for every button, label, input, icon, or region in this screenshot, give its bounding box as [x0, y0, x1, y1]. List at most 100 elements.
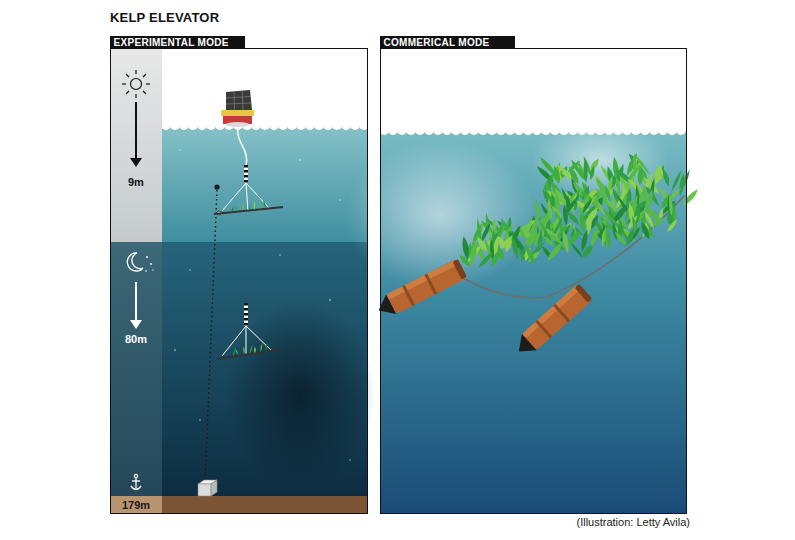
wave-crest	[341, 120, 351, 130]
wave-crest	[305, 120, 315, 130]
anchor-weight	[198, 480, 217, 496]
wave-crest	[442, 125, 452, 135]
illustration-part	[152, 269, 153, 270]
illustration-part	[135, 94, 136, 98]
kelp-blade	[260, 343, 263, 353]
illustration-part	[238, 126, 247, 165]
anchor-icon	[131, 474, 141, 490]
wave-crest	[676, 125, 686, 135]
illustration-part	[299, 159, 301, 161]
illustration-part	[143, 74, 146, 77]
kelp-blade	[639, 221, 652, 241]
wave-crest	[197, 120, 207, 130]
wave-crest	[586, 125, 596, 135]
mooring-line	[205, 184, 221, 484]
illustration-part	[135, 102, 137, 160]
illustration-part	[189, 269, 191, 271]
illustration-part	[131, 79, 142, 90]
wave-crest	[388, 125, 398, 135]
illustration-part	[225, 300, 375, 490]
illustration-part	[246, 326, 247, 354]
kelp-blade	[242, 202, 244, 211]
kelp-blade	[613, 230, 628, 247]
kelp-blade	[566, 210, 581, 226]
wave-crest	[179, 120, 189, 130]
kelp-blade	[545, 240, 565, 263]
illustration-part	[522, 284, 592, 350]
illustration-part	[386, 259, 458, 300]
wave-crest	[496, 125, 506, 135]
illustration-part	[222, 183, 246, 211]
wave-crest	[505, 125, 515, 135]
wave-crest	[541, 125, 551, 135]
wave-crest	[397, 125, 407, 135]
kelp-blade	[469, 242, 478, 267]
illustration-part	[126, 91, 129, 94]
illustration-part	[150, 263, 152, 265]
depth-arrow	[130, 102, 142, 167]
wave-crest	[577, 125, 587, 135]
wave-crest	[478, 125, 488, 135]
illustration-part	[226, 97, 251, 99]
wave-crest	[469, 125, 479, 135]
wave-crest	[667, 125, 677, 135]
diagram-title: KELP ELEVATOR	[110, 10, 219, 25]
illustration-part	[244, 165, 248, 183]
wave-crest	[188, 120, 198, 130]
kelp-blade	[561, 230, 571, 255]
wave-crest	[640, 125, 650, 135]
illustration-part	[174, 149, 351, 461]
kelp-blade	[638, 215, 656, 240]
wave-crest	[460, 125, 470, 135]
illustration-part	[279, 254, 281, 256]
kelp-blade	[570, 242, 584, 259]
wave-crest	[523, 125, 533, 135]
kelp-blade	[605, 227, 611, 250]
illustration-part	[386, 259, 465, 314]
illustration-part	[122, 83, 126, 84]
illustration-part	[110, 496, 368, 514]
kelp-mass	[458, 152, 700, 270]
kelp-blade	[477, 250, 495, 269]
kelp-blade	[243, 346, 245, 355]
kelp-blade	[611, 222, 618, 241]
illustration-part	[222, 326, 246, 356]
kelp-blade	[253, 201, 255, 210]
illustration-part	[143, 91, 146, 94]
panel-heading: COMMERICAL MODE	[380, 36, 515, 49]
illustration-part	[127, 253, 143, 271]
illustration-part	[130, 158, 142, 167]
illustration-part	[402, 285, 415, 306]
kelp-blade	[249, 345, 254, 355]
illustration-part	[211, 480, 217, 496]
illustration-part	[453, 259, 467, 280]
illustration-part	[234, 92, 236, 111]
wave-crest	[406, 125, 416, 135]
wave-crest	[433, 125, 443, 135]
illustration-part	[226, 91, 251, 111]
kelp-blade	[637, 167, 643, 185]
illustration-part	[131, 486, 141, 490]
illustration-part	[110, 242, 162, 496]
illustration-part	[146, 256, 148, 258]
kelp-blade	[259, 201, 262, 210]
illustration-part	[226, 103, 251, 104]
illustration-part	[535, 320, 552, 338]
wave-crest	[604, 125, 614, 135]
illustration-part	[511, 334, 536, 360]
illustration-part	[179, 149, 181, 151]
illustration-part	[575, 284, 593, 303]
wave-crest	[415, 125, 425, 135]
float-tube	[374, 258, 468, 320]
wave-crest	[487, 125, 497, 135]
buoy	[221, 90, 254, 165]
illustration-part	[380, 48, 687, 514]
depth-label: 179m	[122, 499, 150, 512]
illustration-part	[221, 110, 254, 116]
illustration-part	[145, 270, 147, 272]
illustration-part	[226, 90, 252, 111]
kelp-frame	[217, 303, 282, 359]
wave-crest	[631, 125, 641, 135]
left-ocean	[110, 48, 375, 514]
kelp-blade	[234, 205, 238, 212]
